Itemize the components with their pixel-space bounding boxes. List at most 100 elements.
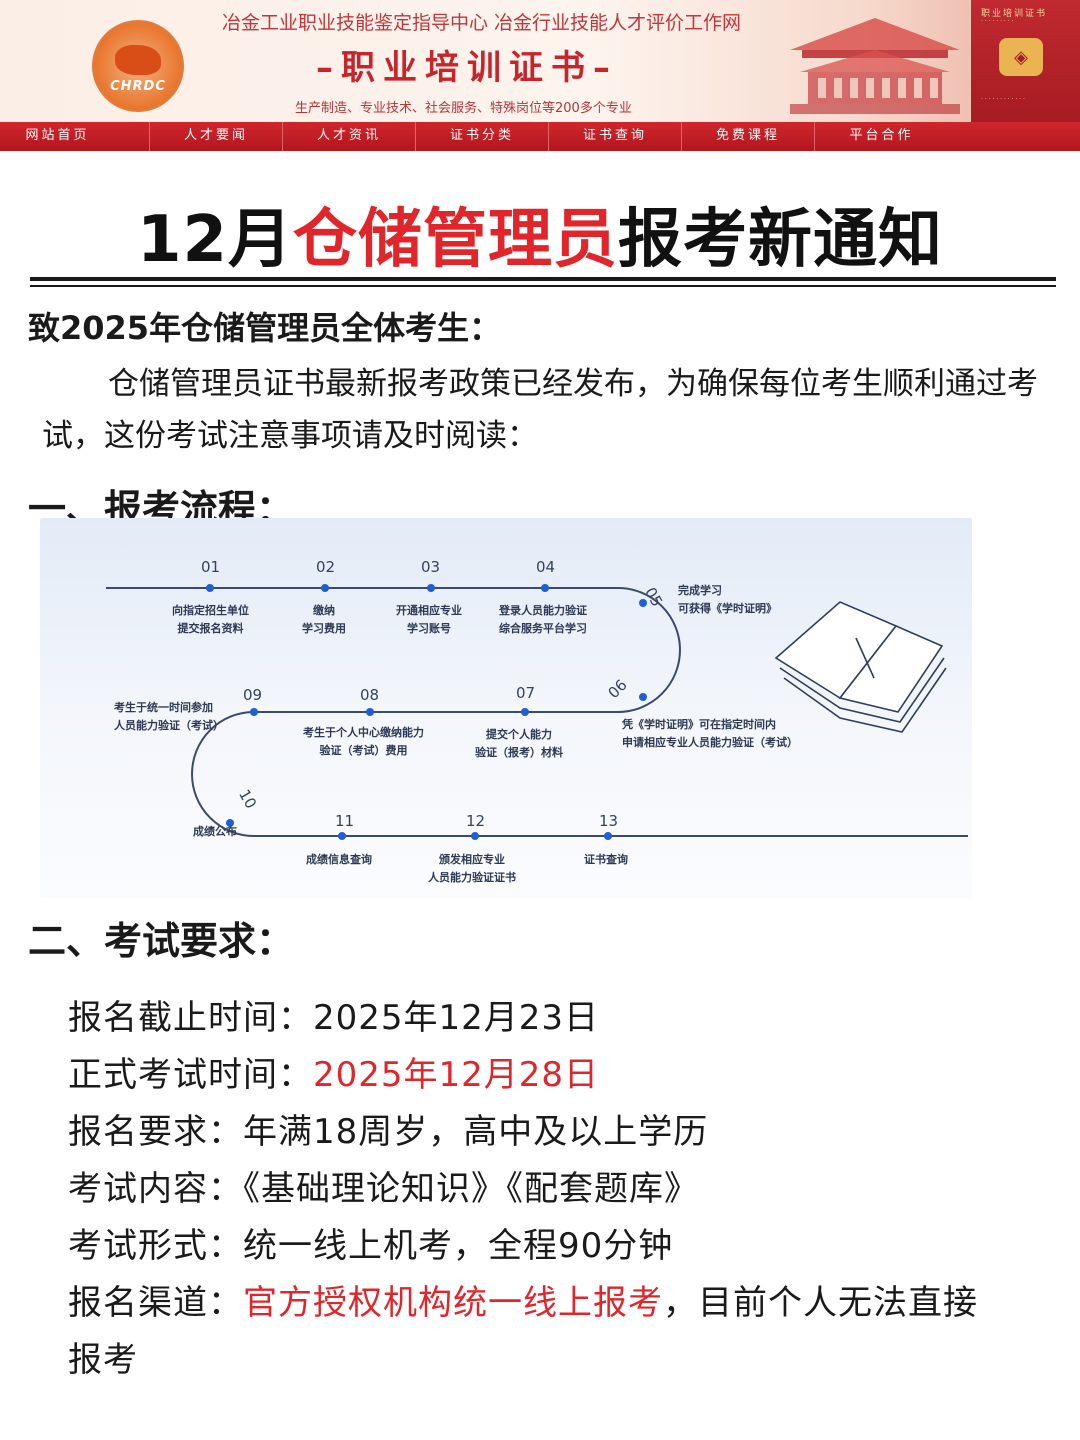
req-channel-continued: 报考: [68, 1340, 138, 1380]
title-divider-thin: [30, 285, 1056, 287]
req-value: ，目前个人无法直接: [663, 1283, 978, 1323]
step-number: 01: [201, 558, 221, 576]
flow-step-01-text: 向指定招生单位提交报名资料: [172, 602, 249, 638]
step-number: 02: [316, 558, 336, 576]
nav-item-news[interactable]: 人才要闻: [150, 122, 283, 151]
header-banner: CHRDC 冶金工业职业技能鉴定指导中心 冶金行业技能人才评价工作网 –职业培训…: [0, 0, 1080, 122]
flow-step-04: 04: [536, 558, 555, 576]
flow-step-01: 01: [201, 558, 220, 576]
title-divider-thick: [30, 277, 1056, 281]
step-number: 13: [599, 812, 619, 830]
flow-step-13-text: 证书查询: [584, 851, 628, 869]
req-deadline: 报名截止时间：2025年12月23日: [68, 990, 599, 1039]
china-map-icon: [115, 44, 161, 75]
flow-step-11-text: 成绩信息查询: [306, 851, 372, 869]
req-value-highlight: 官方授权机构统一线上报考: [243, 1283, 663, 1323]
step-line: 综合服务平台学习: [499, 622, 587, 635]
req-label: 报名截止时间：: [68, 998, 313, 1038]
title-prefix: 12月: [136, 203, 294, 277]
req-channel: 报名渠道：官方授权机构统一线上报考，目前个人无法直接: [68, 1275, 978, 1324]
req-value: 2025年12月23日: [313, 998, 600, 1038]
nav-item-partnership[interactable]: 平台合作: [849, 128, 914, 143]
step-line: 成绩公布: [193, 825, 237, 838]
step-line: 向指定招生单位: [172, 604, 249, 617]
flow-step-09: 09: [243, 686, 262, 704]
step-line: 颁发相应专业: [439, 853, 505, 866]
intro-paragraph: 仓储管理员证书最新报考政策已经发布，为确保每位考生顺利通过考试，这份考试注意事项…: [42, 366, 1038, 454]
flow-step-10-text: 成绩公布: [193, 823, 237, 841]
palace-illustration: [790, 18, 960, 114]
step-line: 缴纳: [313, 604, 335, 617]
step-line: 开通相应专业: [396, 604, 462, 617]
flow-path: [106, 584, 968, 840]
greeting: 致2025年仓储管理员全体考生：: [28, 309, 502, 347]
step-line: 考生于统一时间参加: [114, 701, 213, 714]
org-logo: CHRDC: [92, 20, 184, 112]
cert-title: –职业培训证书–: [316, 48, 618, 88]
step-line: 验证（报考）材料: [475, 746, 563, 759]
nav-item-free-courses[interactable]: 免费课程: [682, 122, 815, 151]
step-line: 登录人员能力验证: [499, 604, 587, 617]
step-line: 凭《学时证明》可在指定时间内: [622, 718, 776, 731]
req-format: 考试形式：统一线上机考，全程90分钟: [68, 1218, 673, 1267]
flow-step-13: 13: [599, 812, 618, 830]
req-eligibility: 报名要求：年满18周岁，高中及以上学历: [68, 1104, 708, 1153]
section-heading-requirements: 二、考试要求：: [28, 919, 295, 963]
certificate-book-image: 职业培训证书 · · · · · · · · · ◈ · · · · · · ·…: [969, 0, 1080, 122]
nav-bar: 网站首页 人才要闻 人才资讯 证书分类 证书查询 免费课程 平台合作: [0, 122, 1080, 151]
step-line: 证书查询: [584, 853, 628, 866]
step-line: 申请相应专业人员能力验证（考试）: [622, 736, 798, 749]
step-line: 成绩信息查询: [306, 853, 372, 866]
req-value-highlight: 2025年12月28日: [313, 1055, 600, 1095]
req-value: 统一线上机考，全程90分钟: [243, 1226, 674, 1266]
step-line: 可获得《学时证明》: [678, 602, 777, 615]
title-suffix: 报考新通知: [618, 203, 944, 277]
nav-item-cert-search[interactable]: 证书查询: [549, 122, 682, 151]
step-number: 04: [536, 558, 556, 576]
flow-step-03-text: 开通相应专业学习账号: [396, 602, 462, 638]
flow-step-12-text: 颁发相应专业人员能力验证证书: [428, 851, 516, 887]
step-number: 07: [516, 684, 536, 702]
org-line: 冶金工业职业技能鉴定指导中心 冶金行业技能人才评价工作网: [222, 12, 742, 34]
req-label: 报名渠道：: [68, 1283, 243, 1323]
flow-step-08-text: 考生于个人中心缴纳能力验证（考试）费用: [303, 724, 424, 760]
req-value: 年满18周岁，高中及以上学历: [243, 1112, 709, 1152]
step-line: 人员能力验证（考试）: [114, 719, 224, 732]
req-label: 考试形式：: [68, 1226, 243, 1266]
step-number: 11: [335, 812, 355, 830]
step-line: 考生于个人中心缴纳能力: [303, 726, 424, 739]
step-line: 学习账号: [407, 622, 451, 635]
step-line: 人员能力验证证书: [428, 871, 516, 884]
title-highlight: 仓储管理员: [293, 203, 619, 277]
step-number: 09: [243, 686, 263, 704]
flow-step-02: 02: [316, 558, 335, 576]
cert-subtitle: 生产制造、专业技术、社会服务、特殊岗位等200多个专业: [295, 101, 632, 116]
flow-step-08: 08: [360, 686, 379, 704]
flow-step-04-text: 登录人员能力验证综合服务平台学习: [499, 602, 587, 638]
step-line: 完成学习: [678, 584, 722, 597]
req-content: 考试内容：《基础理论知识》《配套题库》: [68, 1161, 699, 1210]
flow-step-09-text: 考生于统一时间参加人员能力验证（考试）: [114, 699, 224, 735]
nav-item-categories[interactable]: 证书分类: [416, 122, 549, 151]
book-subtitle-decor: · · · · · · · · ·: [981, 18, 1014, 25]
process-flowchart: 01 向指定招生单位提交报名资料 02 缴纳学习费用 03 开通相应专业学习账号…: [40, 518, 972, 898]
flow-step-07-text: 提交个人能力验证（报考）材料: [475, 726, 563, 762]
book-footer-decor: · · · · · · · · · · · ·: [981, 96, 1025, 103]
req-label: 正式考试时间：: [68, 1055, 313, 1095]
nav-item-home[interactable]: 网站首页: [0, 122, 150, 151]
req-value: 《基础理论知识》《配套题库》: [243, 1169, 699, 1209]
page-title: 12月仓储管理员报考新通知: [0, 188, 1080, 280]
nav-item-info[interactable]: 人才资讯: [283, 122, 416, 151]
flow-step-07: 07: [516, 684, 535, 702]
step-line: 提交报名资料: [177, 622, 244, 635]
flow-step-06-text: 凭《学时证明》可在指定时间内申请相应专业人员能力验证（考试）: [622, 716, 798, 752]
req-label: 考试内容：: [68, 1169, 243, 1209]
book-emblem-icon: ◈: [999, 38, 1043, 76]
step-number: 03: [421, 558, 441, 576]
step-number: 08: [360, 686, 380, 704]
step-line: 学习费用: [302, 622, 346, 635]
step-number: 12: [466, 812, 486, 830]
flow-step-12: 12: [466, 812, 485, 830]
step-line: 提交个人能力: [486, 728, 552, 741]
flow-step-02-text: 缴纳学习费用: [302, 602, 346, 638]
